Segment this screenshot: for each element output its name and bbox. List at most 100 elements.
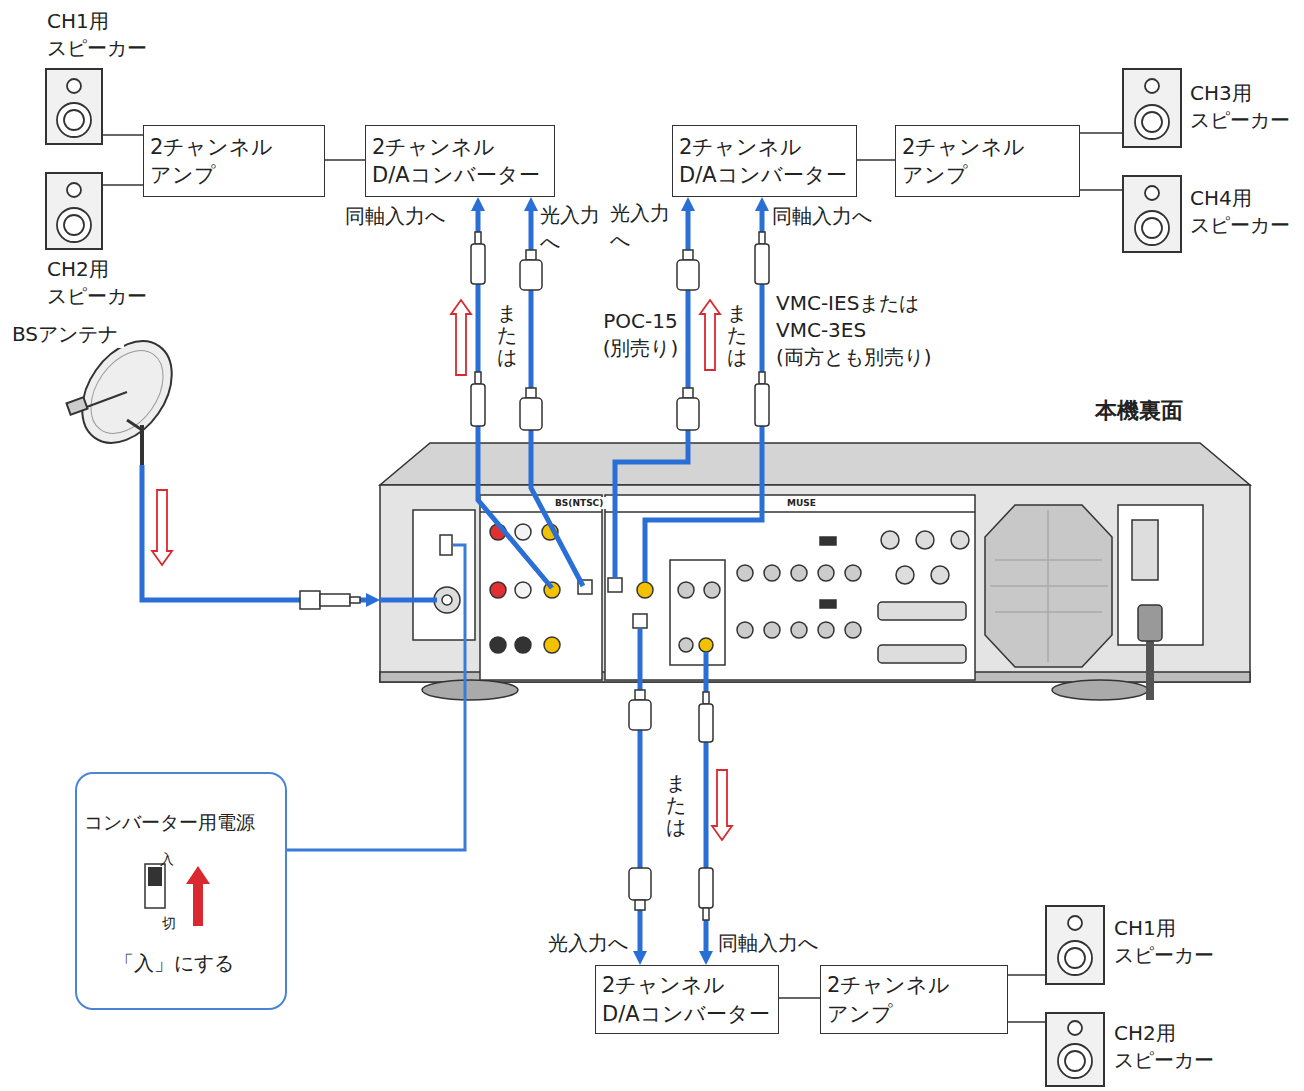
cable-plug [300, 232, 769, 920]
connector [325, 159, 365, 161]
device-illustration [1052, 680, 1148, 700]
device-rear-panel: 本機裏面 [380, 440, 1250, 685]
cable-plug [520, 260, 542, 290]
speaker-cone [1135, 211, 1169, 245]
box-label: 2チャンネル D/Aコンバーター [602, 971, 772, 1028]
device-illustration [818, 622, 834, 638]
cable-label: MUSE [786, 497, 820, 509]
device-illustration [878, 602, 966, 620]
speaker-cone [57, 103, 91, 137]
cable-plug [629, 868, 651, 900]
device-illustration [931, 566, 949, 584]
cable-plug [635, 900, 645, 910]
cable-plug [699, 704, 713, 742]
converter-box: 2チャンネル D/Aコンバーター [365, 125, 555, 197]
speaker-cone [64, 215, 84, 235]
cable-plug [677, 260, 699, 290]
speaker-cone [1145, 79, 1159, 93]
speaker-icon [1045, 1012, 1105, 1087]
speaker: CH1用 スピーカー [45, 68, 103, 145]
direction-arrow [700, 300, 720, 370]
node-label: CH2用 スピーカー [47, 256, 150, 310]
cable-plug [475, 232, 481, 244]
node-label: 切 [162, 914, 179, 933]
device-illustration [845, 622, 861, 638]
connector [1080, 189, 1122, 191]
box-label: 2チャンネル アンプ [827, 971, 954, 1028]
device-illustration [818, 565, 834, 581]
device-illustration [605, 511, 975, 513]
cable-label: POC-15 (別売り) [601, 308, 680, 362]
cable-plug [320, 594, 350, 606]
device-illustration [380, 485, 1250, 682]
node-label: 「入」にする [114, 950, 237, 977]
device-illustration [380, 443, 1250, 485]
speaker-cone [1142, 112, 1162, 132]
cable-label: BS(NTSC) [554, 497, 608, 509]
speaker-cone [1068, 1021, 1082, 1035]
device-illustration [515, 524, 531, 540]
speaker: CH1用 スピーカー [1045, 905, 1105, 985]
direction-arrow [712, 770, 732, 840]
speaker: CH4用 スピーカー [1122, 175, 1182, 253]
device-illustration [633, 614, 647, 628]
antenna-dish [140, 425, 144, 465]
device-illustration [737, 565, 753, 581]
device-illustration [442, 595, 452, 605]
device-illustration [544, 637, 560, 653]
box-label: 2チャンネル アンプ [902, 133, 1029, 190]
device-illustration [605, 495, 975, 680]
device-illustration [608, 578, 622, 592]
internal-cable [704, 652, 709, 685]
speaker-cone [1058, 941, 1092, 975]
device-illustration [896, 566, 914, 584]
converter-box: 2チャンネル D/Aコンバーター [595, 965, 779, 1034]
antenna: BSアンテナ [62, 335, 180, 465]
cable-plug [703, 692, 709, 704]
connector [779, 997, 820, 999]
device-illustration [1132, 520, 1158, 580]
internal-cable [478, 440, 552, 588]
speaker: CH3用 スピーカー [1122, 68, 1182, 148]
internal-cable [380, 440, 762, 685]
device-illustration [678, 582, 694, 598]
speaker-icon [1045, 905, 1105, 985]
vertical-note: または [666, 772, 686, 838]
cable-label: 同軸入力へ [772, 203, 875, 230]
cable-plug [683, 250, 693, 260]
node-label: BSアンテナ [10, 321, 124, 348]
connector [103, 134, 143, 136]
cable-plug [520, 398, 542, 430]
connector [287, 685, 465, 850]
cable-plug [677, 398, 699, 430]
antenna-dish [66, 397, 87, 414]
internal-cable [453, 545, 465, 685]
device-illustration [490, 637, 506, 653]
device-illustration [704, 582, 720, 598]
cable-plug [759, 232, 765, 244]
speaker: CH2用 スピーカー [45, 172, 103, 250]
power-switch [145, 864, 165, 908]
internal-cable [645, 440, 762, 582]
speaker-cone [1142, 218, 1162, 238]
cable-label: 同軸入力へ [718, 930, 821, 957]
cable-plug [683, 388, 693, 398]
connector [103, 184, 143, 186]
device-illustration [670, 560, 725, 665]
node-label: 本機裏面 [1095, 396, 1186, 426]
connector [142, 465, 366, 600]
internal-cable [638, 628, 643, 685]
speaker-icon [1122, 175, 1182, 253]
amplifier-box: 2チャンネル アンプ [895, 125, 1080, 197]
box-label: 2チャンネル D/Aコンバーター [679, 133, 850, 190]
device-illustration [881, 531, 899, 549]
node-label: CH4用 スピーカー [1190, 185, 1293, 239]
device-illustration [845, 565, 861, 581]
node-label: CH1用 スピーカー [1114, 915, 1217, 969]
converter-box: 2チャンネル D/Aコンバーター [672, 125, 857, 197]
device-illustration [637, 582, 653, 598]
amplifier-box: 2チャンネル アンプ [820, 965, 1008, 1034]
speaker-cone [67, 183, 81, 197]
device-illustration [820, 537, 836, 545]
amplifier-box: 2チャンネル アンプ [143, 125, 325, 197]
